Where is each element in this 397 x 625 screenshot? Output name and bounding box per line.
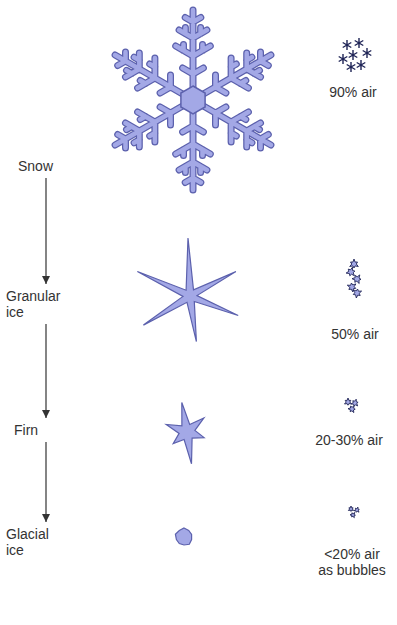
snow-icon (347, 62, 356, 72)
snowflake-outline (115, 10, 271, 190)
firn-icon (348, 406, 355, 413)
snow-icon (343, 40, 352, 50)
stage-name: Snow (18, 158, 74, 174)
granular-crystal (137, 238, 238, 342)
granular-icon (353, 289, 362, 298)
granular-icon (350, 259, 359, 268)
stage-name: Granular ice (6, 288, 70, 320)
granular-icon (352, 275, 361, 284)
air-content-label: <20% air as bubbles (316, 546, 388, 578)
glacial-icon (348, 506, 353, 511)
glacial-grain (175, 528, 191, 545)
snow-icon (349, 50, 358, 60)
stage-node: Snow (18, 154, 74, 178)
air-content-label: 50% air (310, 326, 397, 342)
sequence-arrow (45, 442, 46, 522)
snowflake-center (181, 86, 205, 114)
stage-name: Glacial ice (6, 526, 66, 558)
air-content-label: 20-30% air (304, 432, 394, 448)
glacial-icon (350, 513, 355, 518)
glacial-icon (354, 507, 359, 512)
sequence-arrow (45, 324, 46, 418)
granular-icon (346, 267, 355, 276)
stage-node: Glacial ice (6, 522, 66, 562)
snow-icon (339, 54, 348, 64)
air-content-label: 90% air (308, 84, 397, 100)
stage-name: Firn (14, 422, 64, 438)
stage-node: Firn (14, 418, 64, 442)
snow-icon (357, 60, 366, 70)
snowflake-crystal (115, 10, 271, 190)
stage-node: Granular ice (6, 284, 70, 324)
snow-icon (363, 48, 372, 58)
snow-icon (355, 38, 364, 48)
firn-crystal (166, 403, 204, 464)
sequence-arrow (45, 178, 46, 284)
